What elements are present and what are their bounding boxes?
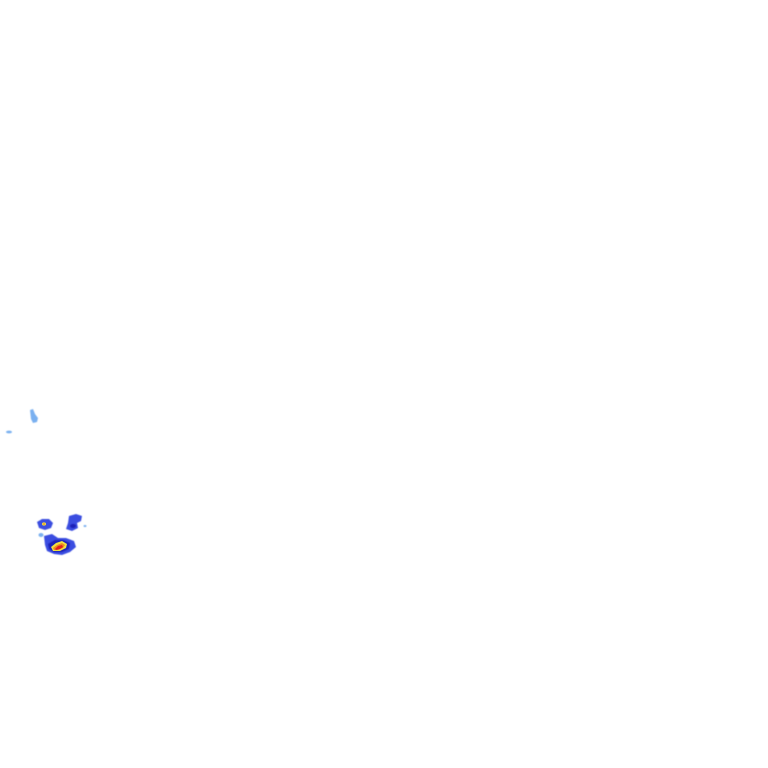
radar-echo-cell-main [44, 534, 76, 555]
radar-echo-cell-west [37, 519, 53, 537]
radar-echo-west-speck [6, 430, 12, 434]
radar-echo-cell-east [66, 514, 87, 531]
radar-echo-northwest-streak [30, 409, 38, 423]
